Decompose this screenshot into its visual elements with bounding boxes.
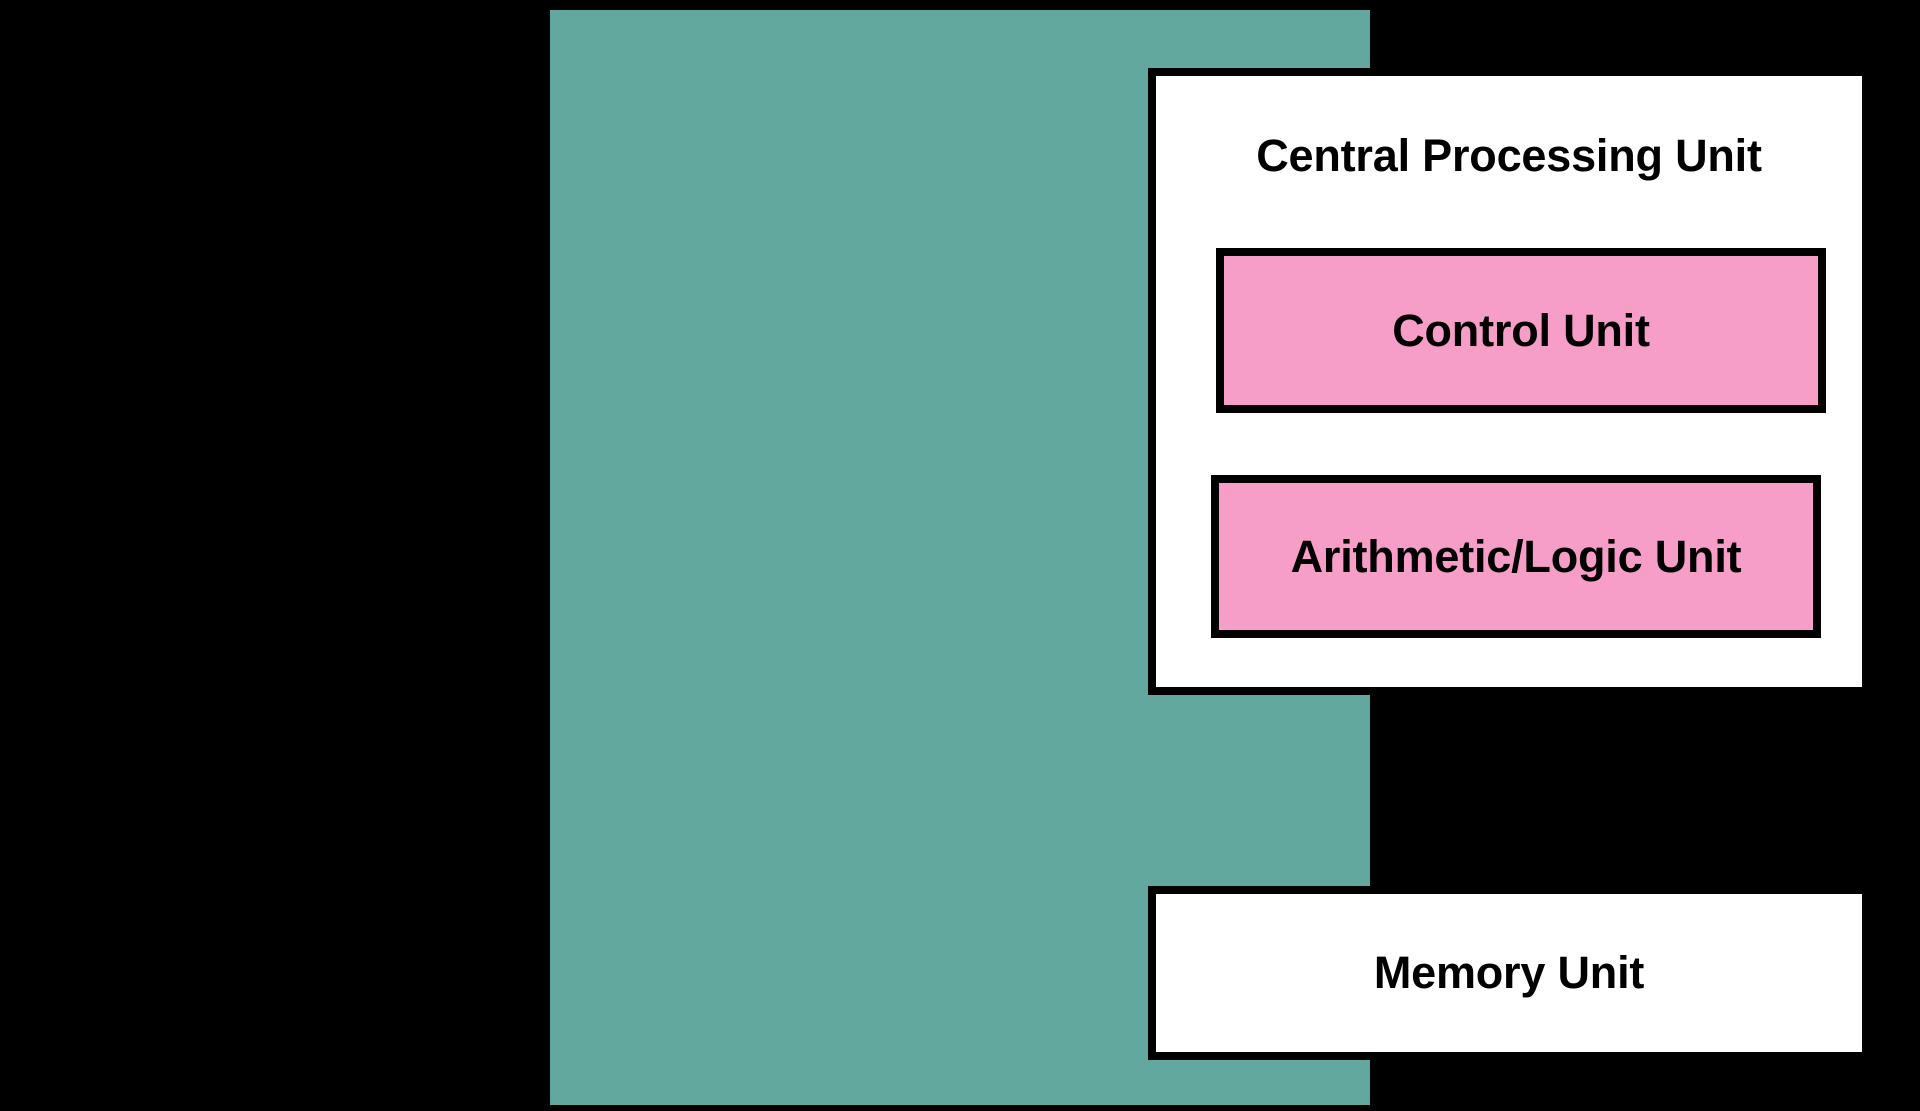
- arithmetic-logic-unit-label: Arithmetic/Logic Unit: [1290, 530, 1742, 582]
- arrow-down-cpu-to-memory: [1446, 695, 1492, 892]
- control-unit-box: Control Unit: [1216, 248, 1826, 413]
- cpu-title: Central Processing Unit: [1256, 130, 1762, 181]
- control-unit-label: Control Unit: [1392, 304, 1650, 356]
- diagram-panel: Central Processing Unit Control Unit Ari…: [550, 10, 1870, 1105]
- arithmetic-logic-unit-box: Arithmetic/Logic Unit: [1211, 475, 1821, 638]
- cpu-box: Central Processing Unit Control Unit Ari…: [1148, 68, 1870, 695]
- arrow-up-memory-to-cpu: [1528, 698, 1574, 894]
- memory-unit-box: Memory Unit: [1148, 886, 1870, 1060]
- memory-unit-label: Memory Unit: [1373, 947, 1645, 998]
